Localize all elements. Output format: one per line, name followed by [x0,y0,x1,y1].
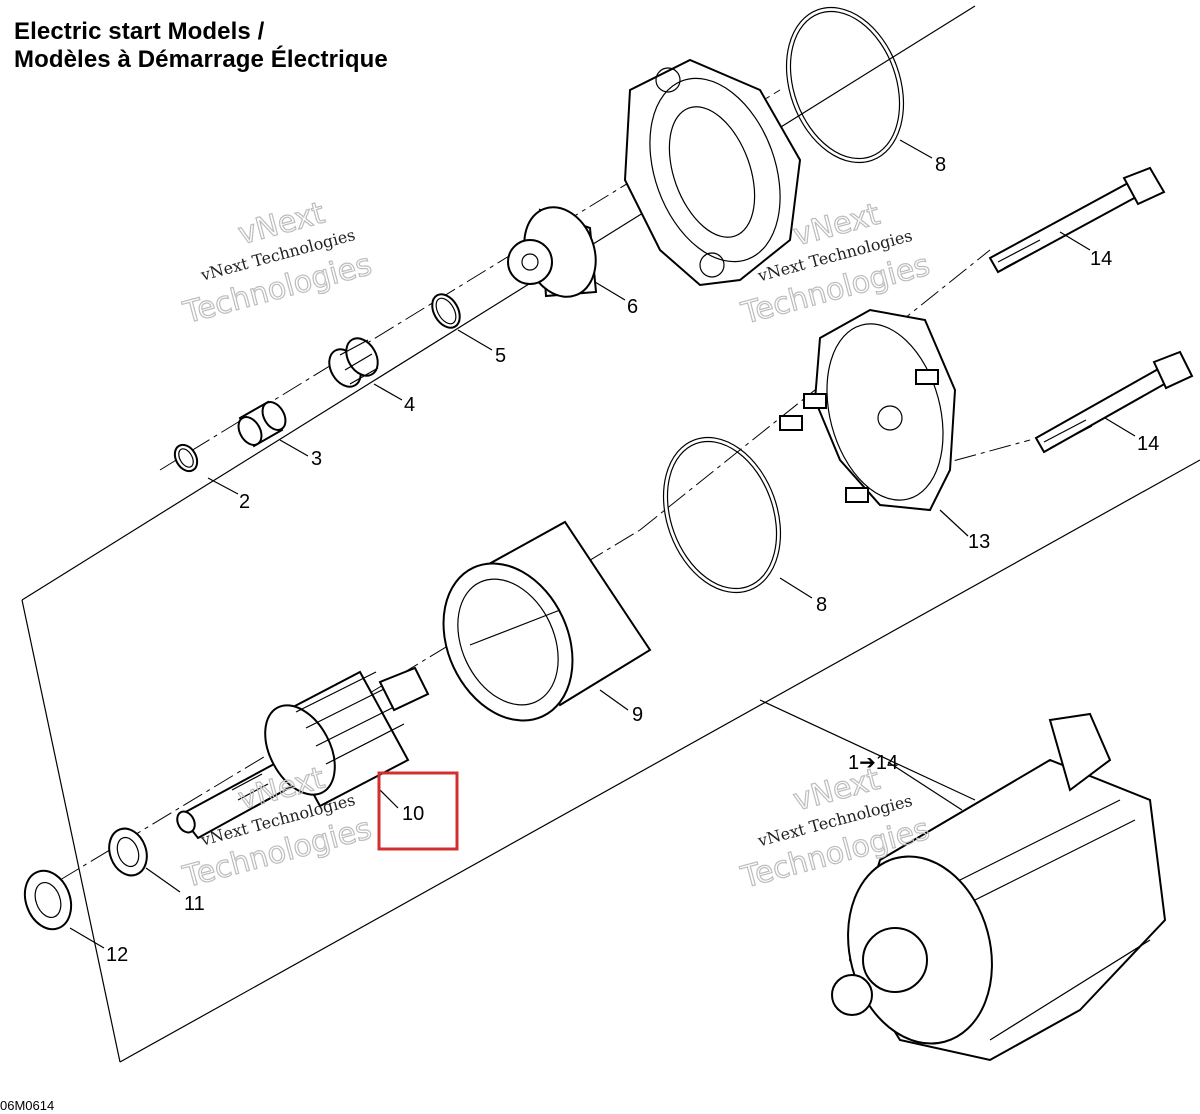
callout-13: 13 [968,531,990,553]
drawing-code: 06M0614 [0,1098,55,1113]
callout-5: 5 [495,345,506,367]
callout-6: 6 [627,296,638,318]
part-through-bolt-upper [988,166,1166,274]
callout-10: 10 [402,803,424,825]
part-spring-collar [328,337,379,388]
callout-labels: 2 3 4 5 6 8 8 9 10 11 12 13 14 14 1➔14 [106,154,1159,966]
part-o-ring-top [785,6,905,164]
watermark-1: vNext vNext Technologies Technologies [179,195,376,332]
callout-4: 4 [404,394,415,416]
part-drive-housing [623,58,802,287]
part-lock-washer [108,827,148,877]
callout-8-middle: 8 [816,594,827,616]
callout-8-top: 8 [935,154,946,176]
callout-14-lower: 14 [1137,433,1159,455]
callout-9: 9 [632,704,643,726]
part-o-ring-middle [662,436,782,594]
part-through-bolt-lower [1034,350,1194,454]
part-armature [176,666,430,840]
part-brush-holder [779,308,957,512]
panel-border [21,5,1200,1063]
part-retaining-ring [431,293,461,329]
callout-1-to-14: 1➔14 [848,752,898,774]
part-yoke [442,520,652,722]
callout-14-upper: 14 [1090,248,1112,270]
callout-12: 12 [106,944,128,966]
callout-10-highlight-box [377,771,459,851]
callout-11: 11 [184,893,205,915]
diagram-title-line2: Modèles à Démarrage Électrique [14,46,388,73]
diagram-title-line1: Electric start Models / [14,18,265,45]
callout-3: 3 [311,448,322,470]
part-drive-pinion [507,206,598,298]
part-circlip [173,443,199,473]
part-starter-assembly [831,712,1167,1062]
part-flat-washer [23,869,73,931]
part-bushing [237,400,287,448]
leader-lines [69,139,1136,949]
callout-2: 2 [239,491,250,513]
